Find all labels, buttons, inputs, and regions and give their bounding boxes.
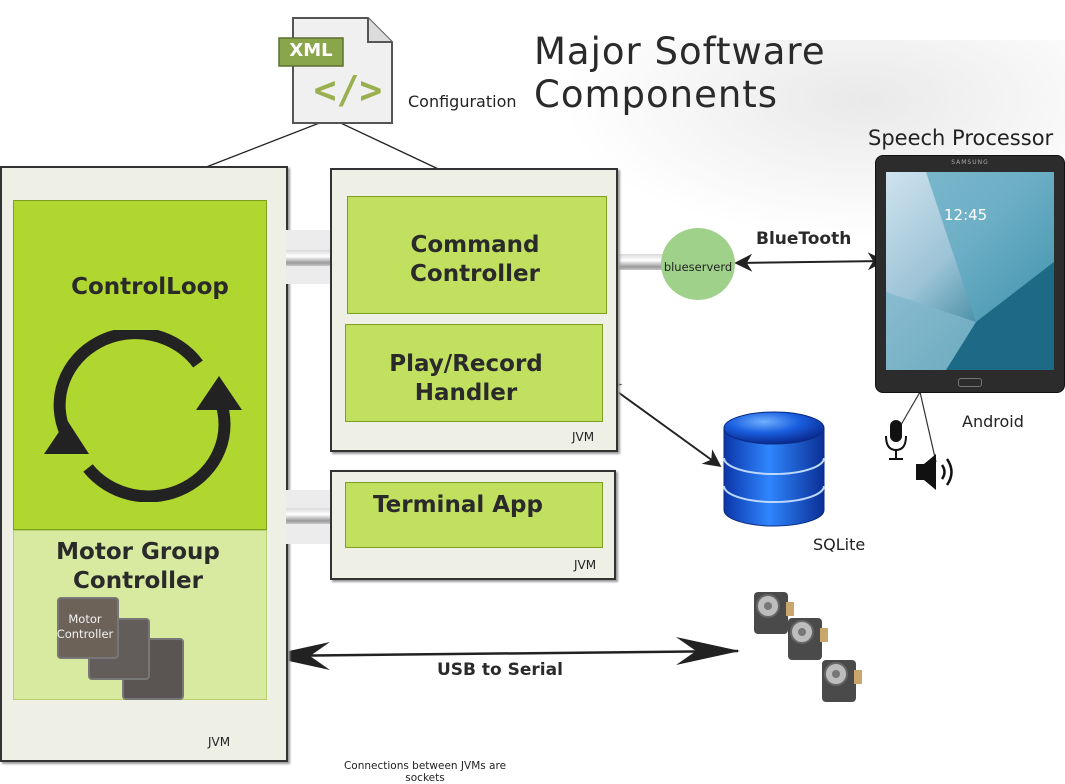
usb-arrow-line: [267, 649, 739, 658]
speaker-cable: [919, 391, 937, 463]
control-loop-label: ControlLoop: [71, 274, 229, 300]
refresh-cycle-icon: [40, 330, 245, 502]
tablet-device: SAMSUNG 12:45: [875, 155, 1065, 393]
terminal-jvm-label: JVM: [574, 558, 597, 572]
blueserverd-node: [661, 228, 735, 300]
servo-motor-1: [754, 592, 794, 634]
blueserverd-label: blueserverd: [663, 260, 733, 274]
terminal-app-box: [345, 482, 603, 548]
bluetooth-arrow: [734, 252, 886, 272]
command-controller-label: Command Controller: [410, 232, 540, 287]
speaker-icon: [914, 452, 964, 492]
xml-code-glyph: </>: [313, 68, 383, 112]
sqlite-arrow: [602, 380, 722, 468]
usb-to-serial-label: USB to Serial: [437, 660, 563, 680]
servo-motor-icons: [748, 588, 864, 712]
database-cylinder-icon: [722, 410, 826, 528]
tablet-home-button: [958, 378, 982, 387]
tablet-brand: SAMSUNG: [951, 159, 989, 166]
bluetooth-label: BlueTooth: [756, 229, 852, 249]
play-record-label: Play/Record Handler: [389, 351, 543, 406]
motor-controller-tile-1: [57, 597, 119, 659]
mic-cable: [897, 391, 921, 431]
speech-processor-label: Speech Processor: [868, 126, 1054, 150]
xml-config-file-icon: XML </>: [278, 16, 394, 126]
microphone-icon: [884, 418, 910, 462]
play-record-box: [345, 324, 603, 422]
control-loop-box: [13, 200, 267, 530]
tablet-clock: 12:45: [944, 206, 988, 224]
tablet-screen: 12:45: [886, 172, 1054, 370]
footnote: Connections between JVMs are sockets: [343, 760, 507, 784]
usb-arrowhead-right: [676, 637, 740, 665]
sqlite-label: SQLite: [813, 535, 866, 554]
middle-jvm-label: JVM: [572, 430, 595, 444]
servo-motor-2: [788, 618, 828, 660]
diagram-title: Major Software Components: [534, 30, 826, 116]
motor-group-label: Motor Group Controller: [56, 539, 220, 594]
usb-arrowhead-left: [266, 642, 330, 670]
socket-connector-bluetooth: [615, 254, 665, 270]
terminal-app-label: Terminal App: [373, 492, 543, 518]
socket-connector-top: [286, 250, 332, 266]
left-jvm-label: JVM: [208, 735, 231, 749]
xml-badge: XML: [289, 40, 333, 61]
servo-motor-3: [822, 660, 862, 702]
android-label: Android: [962, 412, 1024, 431]
configuration-label: Configuration: [408, 92, 517, 111]
command-controller-box: [347, 196, 607, 314]
motor-controller-tile-label: Motor Controller: [56, 612, 114, 641]
tablet-wallpaper: [886, 172, 1054, 370]
socket-connector-bottom: [286, 508, 332, 524]
